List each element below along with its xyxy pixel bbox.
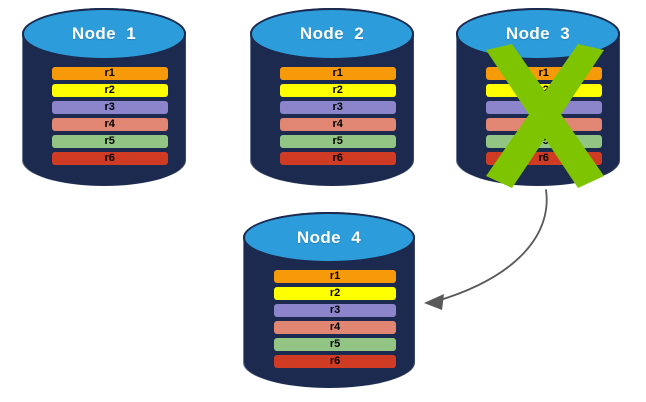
node-2[interactable]: Node 2 r1 r2 r3 r4 r5 r6 [250,8,414,186]
node-3-row-r1[interactable]: r1 [485,66,602,80]
node-3-rows: r1 r2 r3 r4 r5 r6 [485,66,602,165]
node-1-row-r2[interactable]: r2 [51,83,168,97]
node-4-cylinder-top [243,212,415,264]
node-3-row-r4[interactable]: r4 [485,117,602,131]
node-1-rows: r1 r2 r3 r4 r5 r6 [51,66,168,165]
node-4-row-r4[interactable]: r4 [273,321,397,335]
node-1-row-r1[interactable]: r1 [51,66,168,80]
node-2-row-r5[interactable]: r5 [279,134,396,148]
node-4-row-r1[interactable]: r1 [273,270,397,284]
node-3-row-r3[interactable]: r3 [485,100,602,114]
node-1[interactable]: Node 1 r1 r2 r3 r4 r5 r6 [22,8,186,186]
node-2-cylinder-top [250,8,414,60]
node-2-row-r1[interactable]: r1 [279,66,396,80]
node-1-cylinder-top [22,8,186,60]
node-1-row-r6[interactable]: r6 [51,151,168,165]
node-2-row-r3[interactable]: r3 [279,100,396,114]
replication-arrow-head [424,294,444,310]
node-3[interactable]: Node 3 r1 r2 r3 r4 r5 r6 [456,8,620,186]
node-2-row-r2[interactable]: r2 [279,83,396,97]
node-4-rows: r1 r2 r3 r4 r5 r6 [273,270,397,369]
replication-arrow-path [436,189,548,302]
node-3-cylinder-top [456,8,620,60]
node-3-row-r2[interactable]: r2 [485,83,602,97]
node-1-row-r3[interactable]: r3 [51,100,168,114]
node-2-row-r6[interactable]: r6 [279,151,396,165]
node-1-row-r5[interactable]: r5 [51,134,168,148]
node-4-row-r3[interactable]: r3 [273,304,397,318]
node-4-row-r6[interactable]: r6 [273,355,397,369]
node-4-row-r5[interactable]: r5 [273,338,397,352]
node-2-row-r4[interactable]: r4 [279,117,396,131]
node-2-rows: r1 r2 r3 r4 r5 r6 [279,66,396,165]
node-4-row-r2[interactable]: r2 [273,287,397,301]
node-1-row-r4[interactable]: r4 [51,117,168,131]
node-4[interactable]: Node 4 r1 r2 r3 r4 r5 r6 [243,212,415,388]
node-3-row-r6[interactable]: r6 [485,151,602,165]
node-3-row-r5[interactable]: r5 [485,134,602,148]
